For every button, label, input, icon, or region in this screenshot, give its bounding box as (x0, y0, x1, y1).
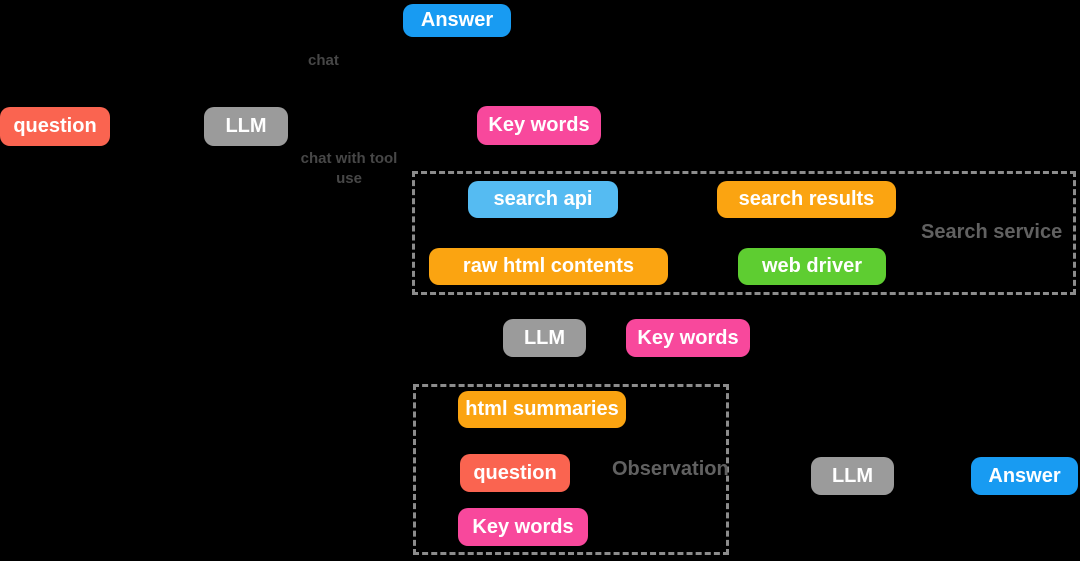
node-llm: LLM (503, 319, 586, 357)
edge-label-chat-with-tool-use: chat with tool use (300, 150, 398, 187)
node-raw-html-contents: raw html contents (429, 248, 668, 285)
observation-group-box (413, 384, 729, 555)
node-html-summaries: html summaries (458, 391, 626, 428)
node-search-results: search results (717, 181, 896, 218)
node-key-words: Key words (477, 106, 601, 145)
edge-label-chat: chat (308, 52, 339, 69)
node-question: question (460, 454, 570, 492)
node-answer-top: Answer (403, 4, 511, 37)
node-key-words: Key words (626, 319, 750, 357)
observation-group-label: Observation (612, 458, 729, 480)
search-service-group-box (412, 171, 1076, 295)
node-answer-right: Answer (971, 457, 1078, 495)
search-service-group-label: Search service (921, 221, 1063, 243)
node-search-api: search api (468, 181, 618, 218)
node-llm: LLM (811, 457, 894, 495)
node-web-driver: web driver (738, 248, 886, 285)
node-key-words: Key words (458, 508, 588, 546)
node-question: question (0, 107, 110, 146)
node-llm: LLM (204, 107, 288, 146)
